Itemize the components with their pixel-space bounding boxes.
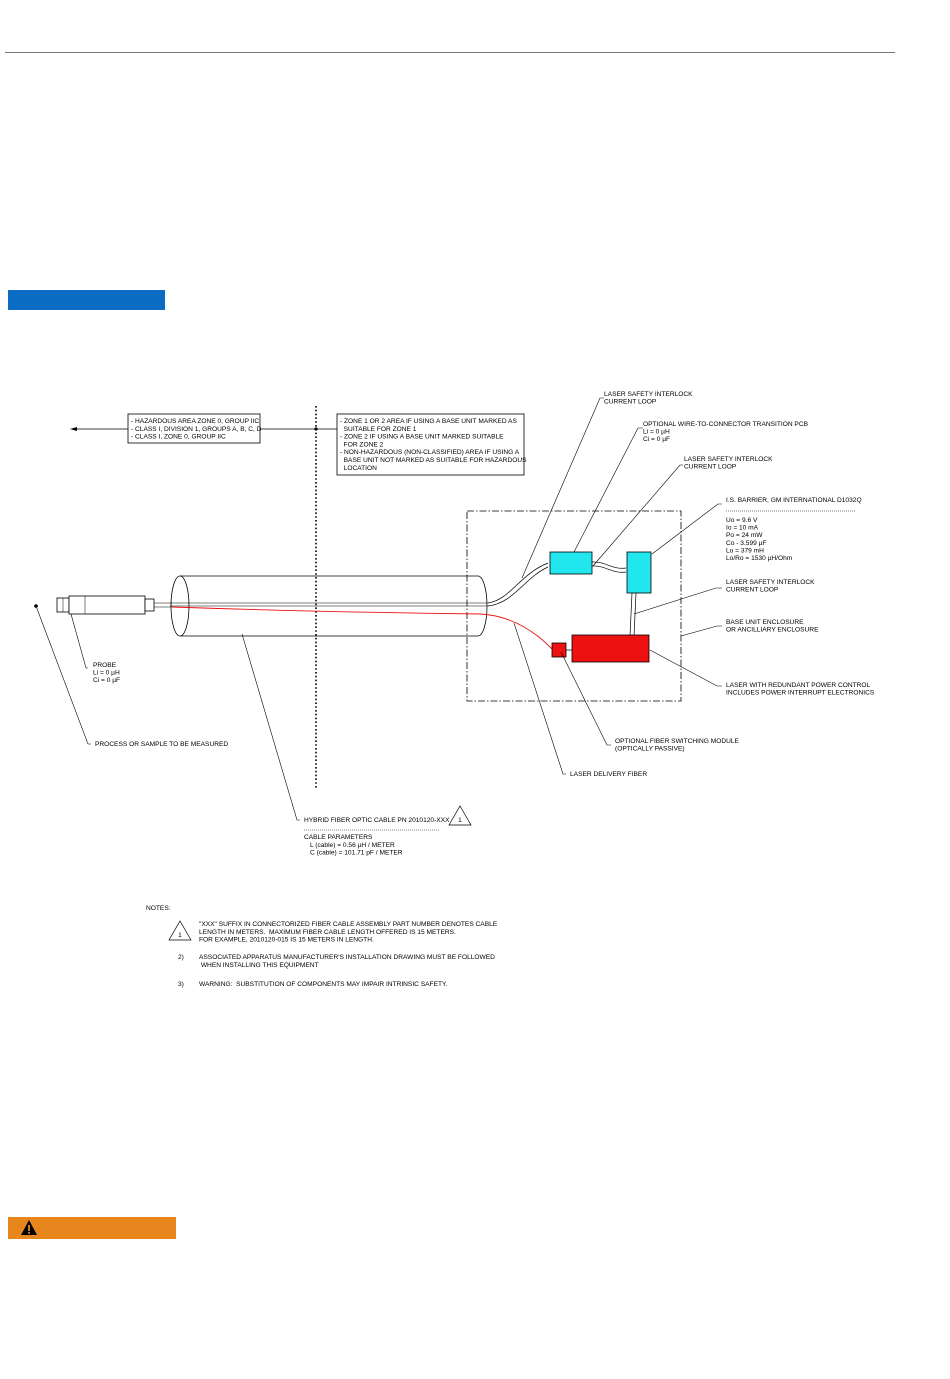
header-rule xyxy=(5,52,895,53)
process-point xyxy=(34,604,38,608)
cable-params-title: CABLE PARAMETERS xyxy=(304,834,373,841)
revision-triangle-icon xyxy=(448,805,472,826)
process-label: PROCESS OR SAMPLE TO BE MEASURED xyxy=(95,741,228,748)
note-2-text: ASSOCIATED APPARATUS MANUFACTURER'S INST… xyxy=(199,954,495,969)
warning-triangle-icon xyxy=(21,1220,37,1235)
note-2-marker: 2) xyxy=(178,954,184,961)
cable-flag: 1 xyxy=(458,817,462,824)
safe-area-text: - ZONE 1 OR 2 AREA IF USING A BASE UNIT … xyxy=(340,418,527,472)
note-1-marker: 1 xyxy=(178,932,182,939)
leader-lines xyxy=(35,397,722,821)
switch-module-label: OPTIONAL FIBER SWITCHING MODULE(OPTICALL… xyxy=(615,738,740,753)
laser-delivery-fiber xyxy=(171,606,553,650)
fiber-switching-module xyxy=(551,642,567,658)
warning-heading-bar xyxy=(8,1217,176,1239)
probe-connector xyxy=(144,598,155,612)
cable-label: HYBRID FIBER OPTIC CABLE PN 2010120-XXX xyxy=(304,817,450,824)
delivery-fiber-label: LASER DELIVERY FIBER xyxy=(570,771,647,778)
revision-triangle-icon xyxy=(168,920,192,941)
notes-title: NOTES: xyxy=(146,905,171,912)
transition-pcb xyxy=(549,551,593,575)
interlock-wire xyxy=(487,562,549,604)
note-3-marker: 3) xyxy=(178,981,184,988)
hazard-area-text: - HAZARDOUS AREA ZONE 0, GROUP IIC- CLAS… xyxy=(131,418,262,441)
arrowhead-icon xyxy=(70,427,77,431)
transition-pcb-label: OPTIONAL WIRE-TO-CONNECTOR TRANSITION PC… xyxy=(643,421,809,443)
section-heading-bar xyxy=(8,290,165,310)
note-3-text: WARNING: SUBSTITUTION OF COMPONENTS MAY … xyxy=(199,981,448,988)
laser-unit xyxy=(571,634,650,663)
base-unit-enclosure xyxy=(466,510,682,702)
safe-area-box xyxy=(336,413,525,476)
is-barrier xyxy=(626,551,652,594)
interlock-wire xyxy=(487,566,549,607)
hazard-area-box xyxy=(127,413,261,444)
barrier-title-label: I.S. BARRIER, GM INTERNATIONAL D1032Q xyxy=(726,497,862,504)
probe-body xyxy=(68,595,146,615)
note-1-text: "XXX" SUFFIX IN CONNECTORIZED FIBER CABL… xyxy=(199,921,498,944)
